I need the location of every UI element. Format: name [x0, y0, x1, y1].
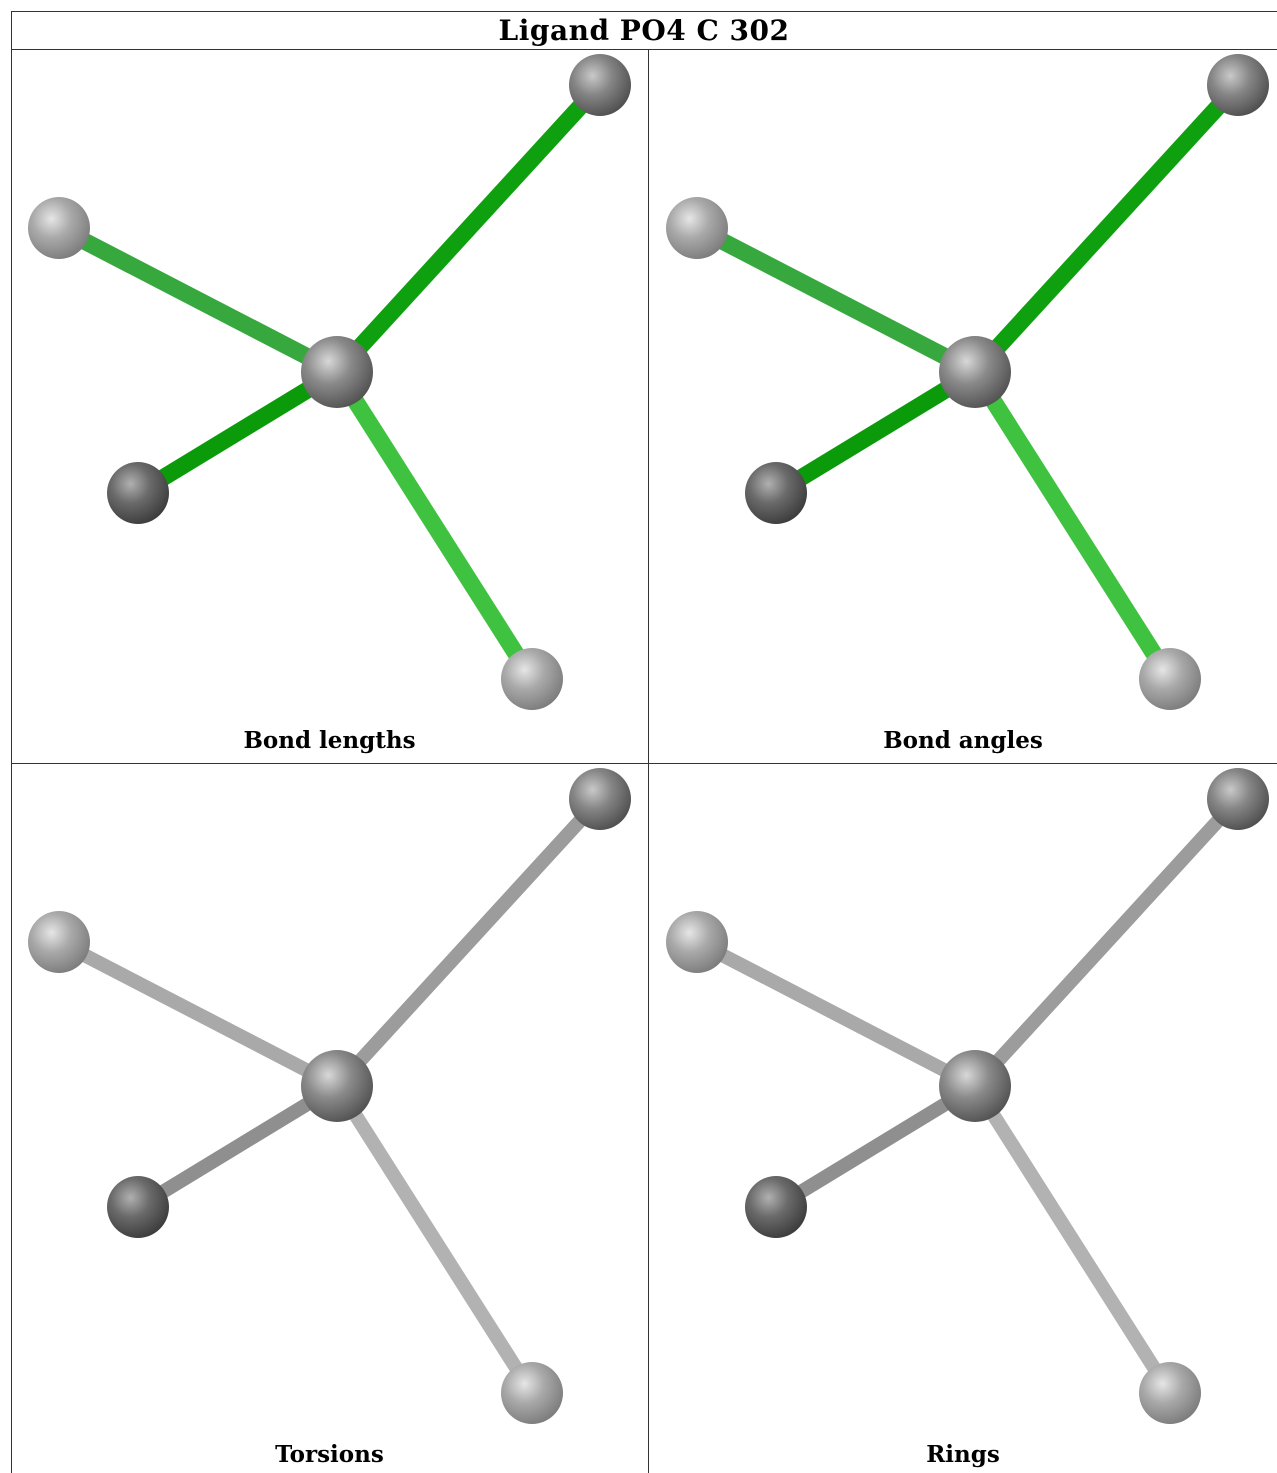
- oxygen-atom-top-right: [1207, 768, 1269, 830]
- bond-top-right: [968, 79, 1245, 378]
- molecule-image-rings: [666, 768, 1269, 1424]
- oxygen-atom-bottom-left: [107, 462, 169, 524]
- oxygen-atom-bottom-right: [501, 1362, 563, 1424]
- phosphorus-atom-center: [301, 1050, 373, 1122]
- bond-bottom-right: [969, 1082, 1176, 1397]
- bond-bottom-left: [133, 364, 342, 501]
- bond-bottom-right: [967, 367, 1178, 684]
- bond-bottom-left: [772, 1080, 979, 1213]
- oxygen-atom-left: [28, 911, 90, 973]
- bond-left: [693, 220, 979, 380]
- molecule-image-bond-angles: [666, 54, 1269, 710]
- bond-left: [55, 220, 341, 380]
- panel-bond-lengths: Bond lengths: [11, 50, 648, 763]
- column-divider: [648, 50, 649, 1473]
- bond-top-right: [331, 794, 606, 1091]
- phosphorus-atom-center: [939, 1050, 1011, 1122]
- bond-left: [55, 935, 341, 1093]
- oxygen-atom-bottom-left: [745, 1176, 807, 1238]
- figure-title: Ligand PO4 C 302: [498, 13, 790, 47]
- row-divider: [11, 763, 1277, 764]
- figure-frame: [11, 11, 1277, 1473]
- panel-caption: Bond angles: [883, 727, 1043, 754]
- panel-bond-angles: Bond angles: [649, 50, 1277, 763]
- bond-bottom-right: [329, 367, 540, 684]
- oxygen-atom-left: [666, 911, 728, 973]
- oxygen-atom-bottom-right: [501, 648, 563, 710]
- oxygen-atom-top-right: [569, 768, 631, 830]
- oxygen-atom-left: [28, 197, 90, 259]
- oxygen-atom-top-right: [569, 54, 631, 116]
- panel-caption: Bond lengths: [243, 727, 416, 754]
- oxygen-atom-bottom-right: [1139, 648, 1201, 710]
- bond-left: [693, 935, 979, 1093]
- oxygen-atom-top-right: [1207, 54, 1269, 116]
- title-row: Ligand PO4 C 302: [11, 11, 1277, 50]
- panel-rings: Rings: [649, 764, 1277, 1473]
- bond-bottom-right: [331, 1082, 538, 1397]
- oxygen-atom-bottom-right: [1139, 1362, 1201, 1424]
- oxygen-atom-bottom-left: [745, 462, 807, 524]
- bond-top-right: [969, 794, 1244, 1091]
- panel-caption: Torsions: [275, 1441, 384, 1468]
- oxygen-atom-left: [666, 197, 728, 259]
- molecule-image-bond-lengths: [28, 54, 631, 710]
- phosphorus-atom-center: [301, 336, 373, 408]
- phosphorus-atom-center: [939, 336, 1011, 408]
- panel-caption: Rings: [926, 1441, 1000, 1468]
- bond-top-right: [330, 79, 607, 378]
- bond-bottom-left: [134, 1080, 341, 1213]
- oxygen-atom-bottom-left: [107, 1176, 169, 1238]
- molecule-image-torsions: [28, 768, 631, 1424]
- panel-torsions: Torsions: [11, 764, 648, 1473]
- bond-bottom-left: [771, 364, 980, 501]
